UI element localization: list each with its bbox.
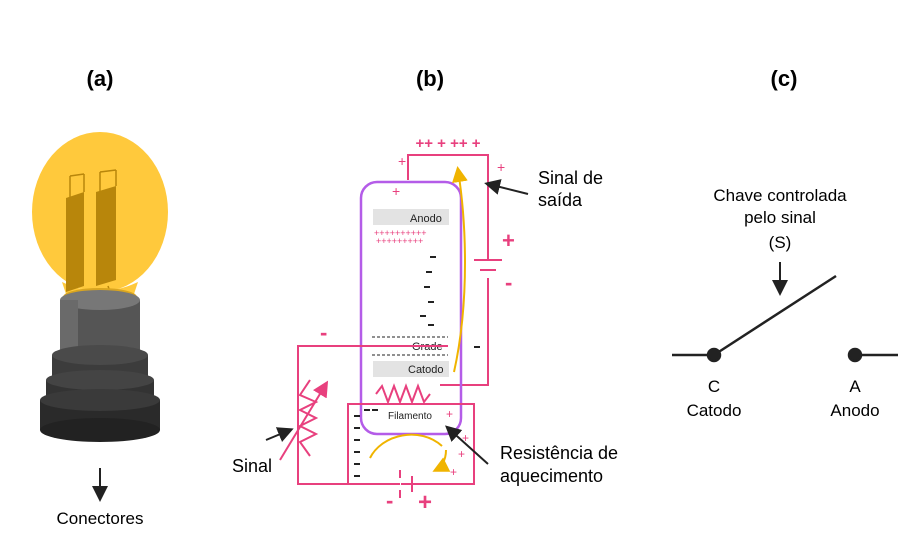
cathode-letter: C (708, 377, 720, 396)
charge-plus: + (446, 407, 453, 421)
panel-b: (b) ++ + ++ + + + + + - Anodo ++++++++++… (232, 66, 618, 516)
charge-plus: + (392, 183, 400, 199)
output-signal-line1: Sinal de (538, 168, 603, 188)
charge-plus: + (398, 153, 406, 169)
variable-resistor-arrow (279, 380, 329, 461)
grid-minus: - (320, 320, 327, 345)
heating-arrow (445, 425, 489, 465)
anode-plate (373, 209, 449, 225)
panel-c-label: (c) (771, 66, 798, 91)
panel-a: (a) (32, 66, 168, 528)
charge-plus: + (497, 159, 505, 175)
filament-label: Filamento (388, 411, 432, 422)
anode-terminal (847, 347, 863, 363)
heating-line1: Resistência de (500, 443, 618, 463)
top-charges: ++ + ++ + (415, 135, 480, 152)
input-signal-arrow (265, 427, 294, 442)
charge-plus: + (462, 431, 469, 445)
connectors-label: Conectores (57, 509, 144, 528)
switch-line2: pelo sinal (744, 208, 816, 227)
panel-a-label: (a) (87, 66, 114, 91)
cathode-terminal (706, 347, 722, 363)
switch-symbol (672, 274, 898, 363)
charge-plus: + (450, 465, 457, 479)
switch-line3: (S) (769, 233, 792, 252)
panel-b-label: (b) (416, 66, 444, 91)
electron-flow (369, 166, 468, 472)
grid-electrode (372, 336, 448, 356)
switch-line1: Chave controlada (713, 186, 847, 205)
heater-battery-plus: + (418, 489, 432, 516)
anode-charges-row2: +++++++++ (376, 236, 423, 246)
anode-label: Anodo (410, 213, 442, 225)
heater-electrons (354, 409, 378, 477)
charge-plus: + (458, 447, 465, 461)
anode-label-c: Anodo (830, 401, 879, 420)
electron-dashes (420, 256, 480, 348)
cathode-label-c: Catodo (687, 401, 742, 420)
panel-c: (c) Chave controlada pelo sinal (S) C Ca… (672, 66, 898, 420)
output-circuit (407, 154, 502, 386)
output-signal-arrow (484, 179, 529, 195)
tube-base (40, 345, 160, 442)
output-battery-minus: - (505, 270, 512, 295)
heater-battery-minus: - (386, 488, 393, 513)
heating-line2: aquecimento (500, 466, 603, 486)
cathode-label: Catodo (408, 364, 443, 376)
anode-charges-row1: ++++++++++ (374, 228, 427, 238)
anode-letter: A (849, 377, 861, 396)
output-battery-plus: + (502, 228, 515, 253)
output-signal-line2: saída (538, 190, 583, 210)
input-signal-label: Sinal (232, 456, 272, 476)
input-circuit (279, 345, 448, 485)
cathode-plate (373, 361, 449, 377)
